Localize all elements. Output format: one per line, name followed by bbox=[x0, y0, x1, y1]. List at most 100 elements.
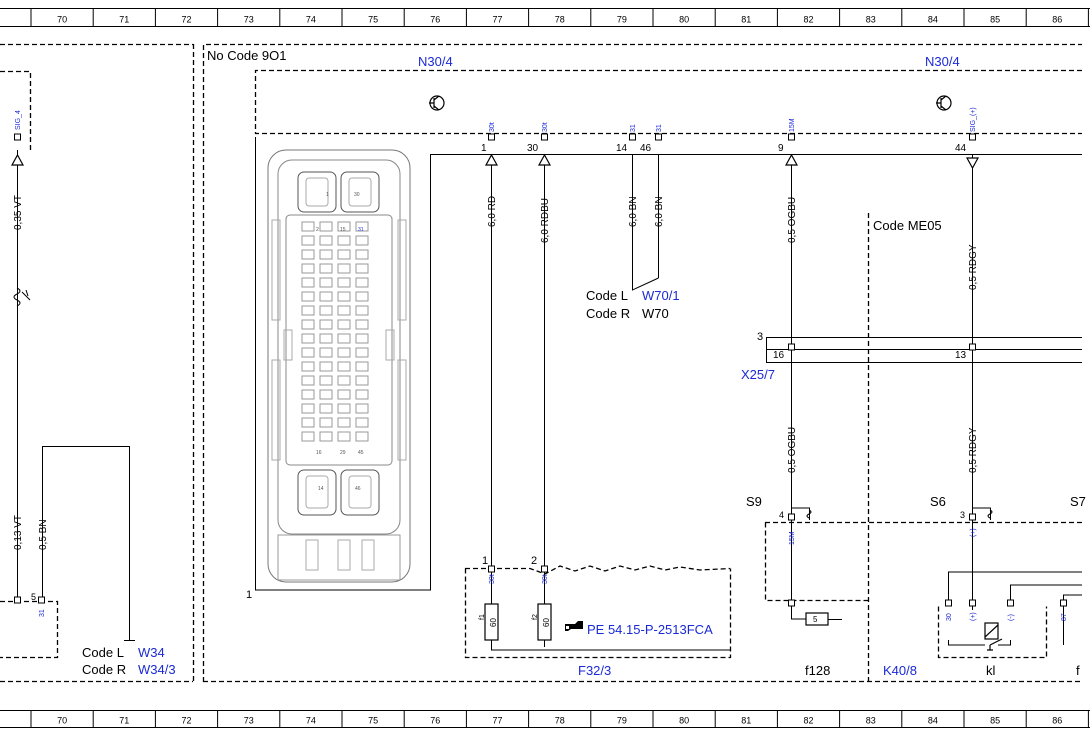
pin-label-15: 15 bbox=[340, 227, 346, 233]
ecu-pin-socket bbox=[319, 263, 333, 274]
tag-87-k: 87 bbox=[1061, 613, 1068, 621]
bottom-grid-number: 71 bbox=[119, 716, 129, 726]
hand-pointer-icon[interactable] bbox=[565, 621, 583, 631]
bottom-grid-number: 78 bbox=[555, 716, 565, 726]
top-grid-number: 79 bbox=[617, 15, 627, 25]
ecu-pin-socket bbox=[301, 235, 315, 246]
ecu-pin-socket bbox=[301, 291, 315, 302]
ecu-pin-socket bbox=[355, 277, 369, 288]
tag-31-b: 31 bbox=[656, 124, 663, 132]
main-labels: No Code 9O1 N30/4 N30/4 Code ME05 Code L… bbox=[82, 48, 1086, 678]
label-f32-3: F32/3 bbox=[578, 663, 611, 678]
ecu-pin-socket bbox=[301, 361, 315, 372]
wire-05ogbu-b: 0,5 OGBU bbox=[787, 427, 798, 473]
ecu-pin-socket bbox=[337, 333, 351, 344]
tag-minus-k: (-) bbox=[1008, 614, 1015, 621]
pin-label-14: 14 bbox=[318, 486, 324, 492]
tag-30t-d: 30t bbox=[542, 574, 549, 584]
arrow-icon bbox=[965, 157, 980, 170]
pin-terminals bbox=[14, 133, 1067, 607]
ecu-pin-socket bbox=[355, 319, 369, 330]
top-grid-number: 75 bbox=[368, 15, 378, 25]
tag-plus-a: (+) bbox=[970, 528, 977, 537]
pe-reference-link[interactable]: PE 54.15-P-2513FCA bbox=[587, 622, 713, 637]
ecu-pin-socket bbox=[319, 389, 333, 400]
label-s9: S9 bbox=[746, 494, 762, 509]
top-grid-number: 86 bbox=[1052, 15, 1062, 25]
top-grid-number: 71 bbox=[119, 15, 129, 25]
ecu-pin-labels: 1 30 2 15 31 16 29 45 14 46 bbox=[316, 192, 364, 492]
bottom-grid-number: 72 bbox=[181, 716, 191, 726]
label-w34-3: W34/3 bbox=[138, 662, 176, 677]
top-grid-number: 84 bbox=[928, 15, 938, 25]
ecu-pin-socket bbox=[319, 347, 333, 358]
top-grid-ruler bbox=[0, 8, 1090, 27]
ecu-pin-socket bbox=[355, 333, 369, 344]
label-w70-1: W70/1 bbox=[642, 288, 680, 303]
pin-num-44: 44 bbox=[955, 143, 967, 154]
wire-6rd: 6,0 RD bbox=[487, 196, 498, 227]
wire-6bn-b: 6,0 BN bbox=[654, 196, 665, 227]
section-frames bbox=[0, 43, 1082, 683]
fuse-f1 bbox=[484, 603, 499, 641]
fuse-rating-a: 60 bbox=[489, 618, 498, 627]
top-grid-number: 78 bbox=[555, 15, 565, 25]
fuse-f128 bbox=[805, 612, 829, 626]
ecu-pin-socket bbox=[355, 291, 369, 302]
top-grid-number: 85 bbox=[990, 15, 1000, 25]
x25-pin-3: 3 bbox=[757, 331, 763, 343]
ecu-pin-socket bbox=[319, 277, 333, 288]
wire-05rdgy-b: 0,5 RDGY bbox=[968, 427, 979, 473]
label-n30-4-left: N30/4 bbox=[418, 54, 453, 69]
s6-pin: 3 bbox=[960, 510, 965, 520]
ecu-pin-socket bbox=[337, 263, 351, 274]
pin-numbers: 1 30 14 46 9 44 3 16 13 1 1 2 4 3 5 5 60… bbox=[31, 143, 967, 627]
ecu-pin-socket bbox=[301, 403, 315, 414]
ecu-pin-socket bbox=[337, 347, 351, 358]
wire-013vt: 0,13 VT bbox=[13, 515, 24, 550]
arrow-icon bbox=[537, 153, 552, 166]
bottom-grid-number: 82 bbox=[803, 716, 813, 726]
top-grid-number: 82 bbox=[803, 15, 813, 25]
top-grid-number: 73 bbox=[244, 15, 254, 25]
ecu-pin-socket bbox=[319, 403, 333, 414]
label-w70: W70 bbox=[642, 306, 669, 321]
ecu-pin-socket bbox=[319, 431, 333, 442]
bottom-grid-number: 83 bbox=[866, 716, 876, 726]
ecu-pin-socket bbox=[355, 375, 369, 386]
ecu-pin-socket bbox=[355, 249, 369, 260]
pin-label-29: 29 bbox=[340, 450, 346, 456]
top-grid-number: 72 bbox=[181, 15, 191, 25]
pin-num-30: 30 bbox=[527, 143, 539, 154]
ecu-pin-socket bbox=[337, 221, 351, 232]
tag-15m-b: 15M bbox=[789, 531, 796, 545]
ecu-pin-socket bbox=[355, 305, 369, 316]
fuse-f1-label: f1 bbox=[479, 614, 486, 620]
ecu-pin-socket bbox=[301, 389, 315, 400]
left-pin-5: 5 bbox=[31, 592, 36, 602]
ecu-pin-socket bbox=[337, 361, 351, 372]
ecu-pin-socket bbox=[319, 221, 333, 232]
pin-num-14: 14 bbox=[616, 143, 628, 154]
wire-05bn: 0,5 BN bbox=[38, 519, 49, 550]
pin-label-31: 31 bbox=[358, 227, 364, 233]
wire-035vt: 0,35 VT bbox=[13, 195, 24, 230]
ecu-pin-socket bbox=[355, 431, 369, 442]
ecu-pin-socket bbox=[319, 305, 333, 316]
label-no-code: No Code 9O1 bbox=[207, 48, 287, 63]
pin-num-9: 9 bbox=[778, 143, 784, 154]
ecu-pin-socket bbox=[355, 347, 369, 358]
wire-6bn-a: 6,0 BN bbox=[628, 196, 639, 227]
pin-num-1: 1 bbox=[481, 143, 487, 154]
label-s-edge: S7 bbox=[1070, 494, 1086, 509]
tag-30t-c: 30t bbox=[489, 574, 496, 584]
ecu-pin-socket bbox=[355, 235, 369, 246]
ecu-pin-socket bbox=[319, 319, 333, 330]
tag-plus-k: (+) bbox=[970, 612, 977, 621]
arrow-icon bbox=[10, 153, 25, 166]
ecu-pin-socket bbox=[355, 221, 369, 232]
bottom-grid-number: 86 bbox=[1052, 716, 1062, 726]
x25-pin-13: 13 bbox=[955, 350, 967, 361]
tag-sig4: SIG_4 bbox=[15, 110, 22, 130]
